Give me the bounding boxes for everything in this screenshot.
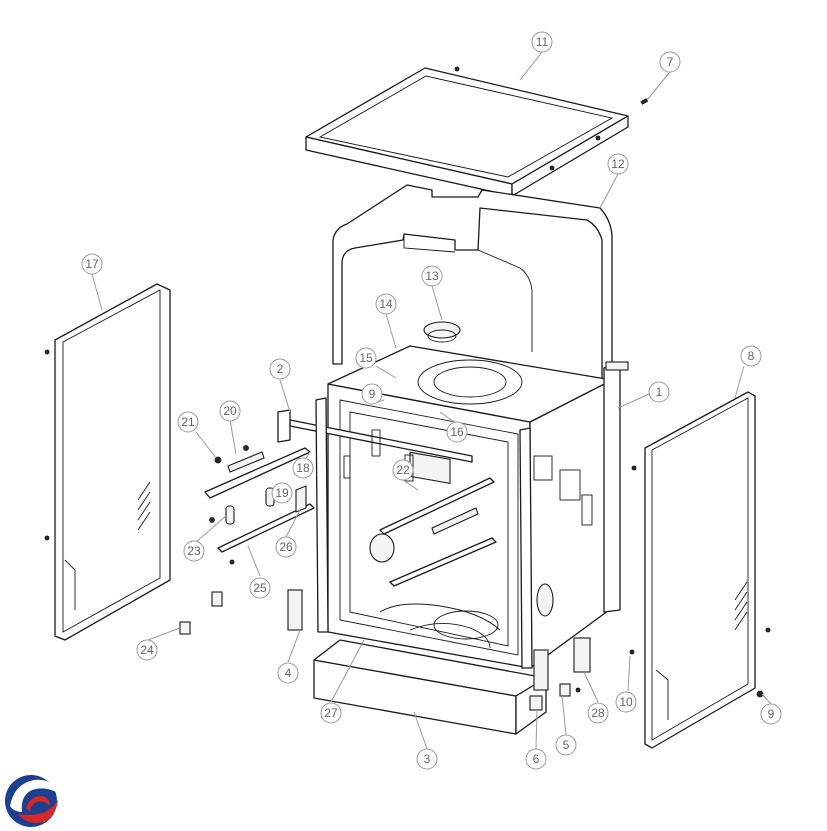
svg-text:18: 18 [296,461,310,475]
callout-21: 21 [177,411,199,433]
callout-3: 3 [416,748,438,770]
svg-text:25: 25 [253,581,267,595]
part-insulation-cover [332,184,613,381]
callout-9-top: 9 [361,383,383,405]
svg-text:23: 23 [187,544,201,558]
svg-text:27: 27 [324,706,338,720]
svg-text:15: 15 [359,351,373,365]
svg-text:24: 24 [140,643,154,657]
svg-text:12: 12 [611,157,625,171]
svg-text:17: 17 [85,257,99,271]
callout-4: 4 [277,662,299,684]
svg-text:3: 3 [424,752,431,766]
part-right-side-panel [629,391,771,749]
svg-text:22: 22 [396,463,410,477]
callout-18: 18 [292,457,314,479]
svg-text:1: 1 [656,385,663,399]
callout-17: 17 [81,253,103,275]
callout-23: 23 [183,540,205,562]
callout-25: 25 [249,577,271,599]
svg-text:14: 14 [379,297,393,311]
svg-text:7: 7 [667,55,674,69]
callout-6: 6 [525,748,547,770]
callout-20: 20 [219,400,241,422]
callout-28: 28 [587,702,609,724]
callout-26: 26 [275,536,297,558]
svg-text:9: 9 [768,707,775,721]
part-left-side-panel [44,283,171,641]
svg-text:21: 21 [181,415,195,429]
callout-15: 15 [355,347,377,369]
svg-text:2: 2 [277,362,284,376]
svg-text:20: 20 [223,404,237,418]
part-hinges [529,637,591,711]
svg-text:8: 8 [748,349,755,363]
callout-8: 8 [740,345,762,367]
callout-2: 2 [269,358,291,380]
callout-16: 16 [446,421,468,443]
svg-text:5: 5 [563,738,570,752]
callout-24: 24 [136,639,158,661]
callout-12: 12 [607,153,629,175]
svg-text:11: 11 [536,35,549,49]
part-tub-frame [289,321,629,669]
svg-text:28: 28 [591,706,605,720]
part-rails [179,409,315,635]
svg-text:4: 4 [285,666,292,680]
svg-text:6: 6 [533,752,540,766]
svg-text:9: 9 [369,387,376,401]
svg-text:16: 16 [450,425,464,439]
callout-9-bottom: 9 [760,703,782,725]
svg-text:10: 10 [619,695,633,709]
callout-5: 5 [555,734,577,756]
svg-text:19: 19 [275,486,289,500]
svg-text:13: 13 [425,269,439,283]
brand-swirl-logo [5,775,58,827]
callout-11: 11 [531,31,553,53]
callout-13: 13 [421,265,443,287]
callout-14: 14 [375,293,397,315]
screw-7 [640,98,649,105]
callout-27: 27 [320,702,342,724]
callout-10: 10 [615,691,637,713]
callout-22: 22 [392,459,414,481]
callout-7: 7 [659,51,681,73]
svg-text:26: 26 [279,540,293,554]
callout-1: 1 [648,381,670,403]
part-worktop [305,66,629,197]
callout-19: 19 [271,482,293,504]
